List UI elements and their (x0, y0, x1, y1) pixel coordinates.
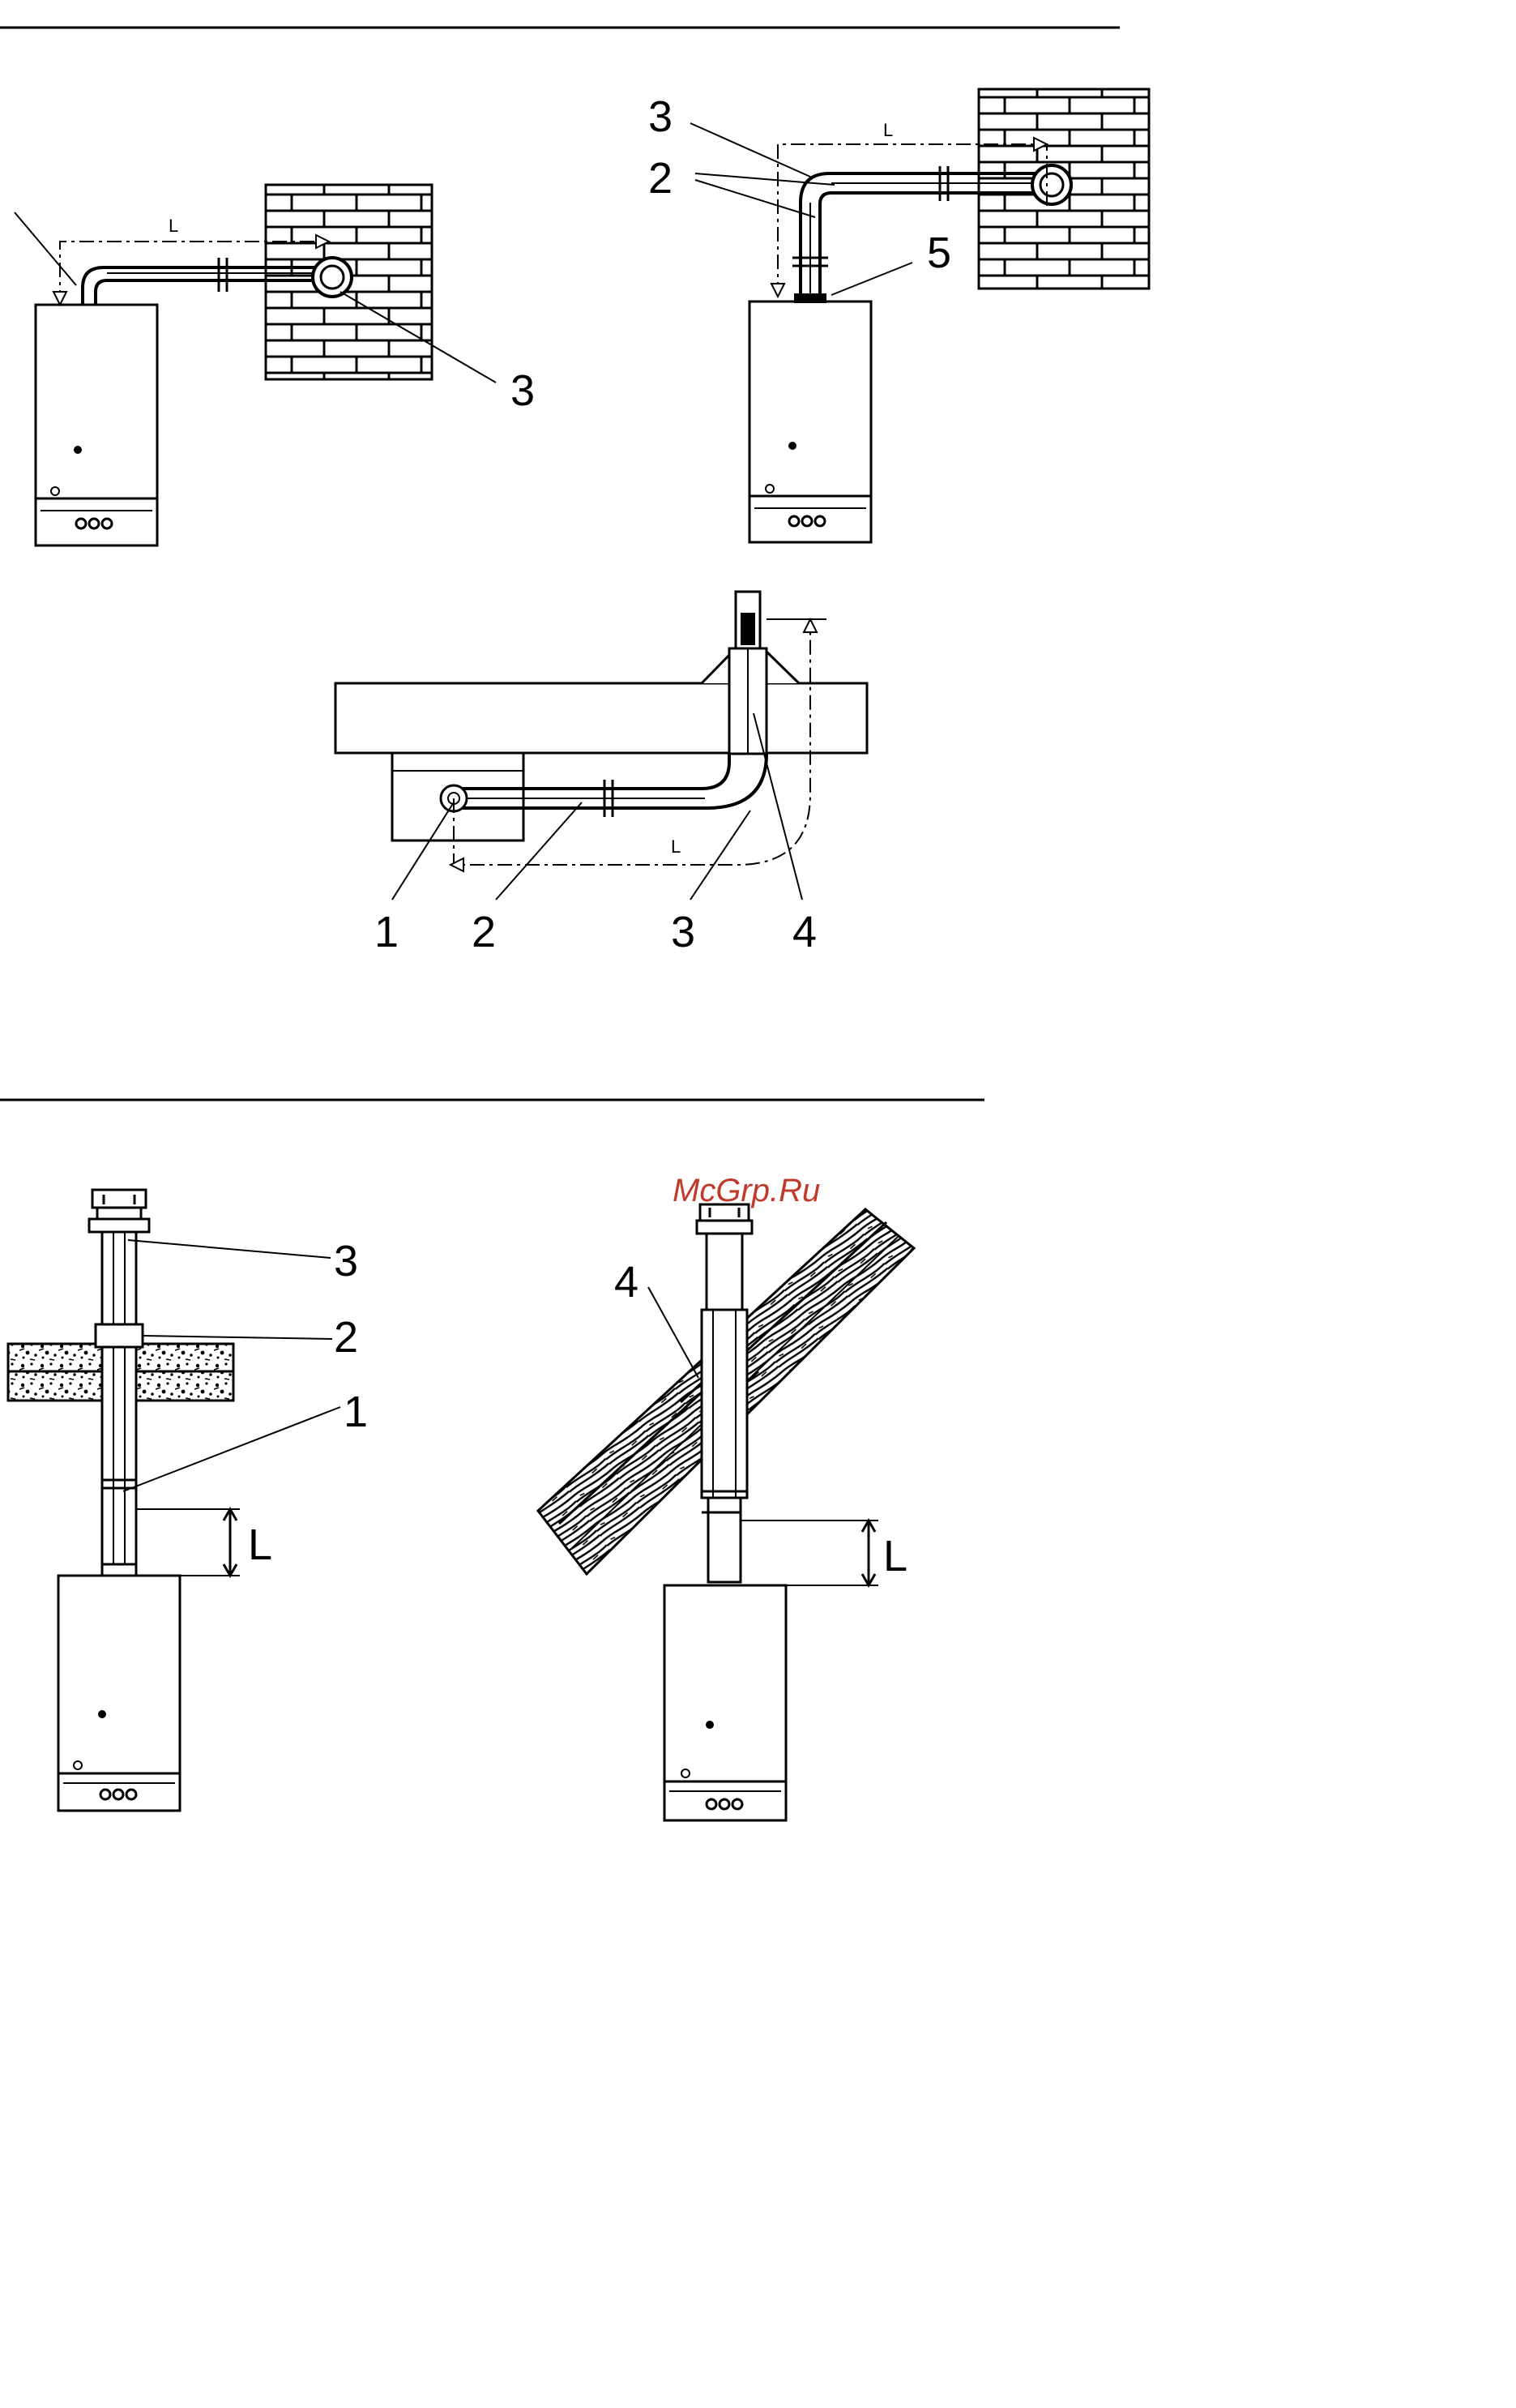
callout-3: 3 (334, 1237, 358, 1285)
leader-line (695, 180, 815, 217)
callout-3: 3 (671, 908, 695, 956)
figure-horizontal-riser: L 3 2 5 (648, 89, 1149, 542)
boiler-unit (664, 1585, 786, 1820)
leader-line (831, 263, 912, 295)
flue-pipe (102, 1232, 136, 1564)
wall-terminal (313, 258, 352, 297)
leader-line (123, 1407, 340, 1491)
leader-line (15, 212, 76, 285)
callout-2: 2 (334, 1313, 358, 1362)
callout-3: 3 (648, 92, 673, 141)
flue-pipe (707, 1234, 742, 1310)
callout-2: 2 (648, 154, 673, 203)
callout-3: 3 (510, 366, 535, 415)
callout-1: 1 (374, 908, 399, 956)
callout-4: 4 (792, 908, 817, 956)
leader-line (690, 123, 810, 177)
leader-line (648, 1287, 698, 1378)
leader-line (143, 1336, 332, 1339)
adapter-collar (794, 293, 826, 303)
ceiling-slab (335, 683, 867, 753)
leader-line (128, 1240, 331, 1258)
boiler-unit (58, 1576, 180, 1811)
leader-line (690, 811, 750, 900)
wall-terminal (1032, 165, 1071, 204)
callout-4: 4 (614, 1258, 638, 1307)
figure-vertical-pitched-roof: L 4 (538, 1204, 914, 1820)
callout-2: 2 (472, 908, 496, 956)
dimension-label-l: L (169, 216, 178, 236)
terminal-cap (697, 1204, 752, 1234)
watermark-text: McGrp.Ru (673, 1173, 820, 1208)
boiler-unit (36, 305, 157, 545)
dimension-label-l: L (671, 836, 681, 857)
callout-1: 1 (344, 1388, 368, 1436)
figure-horizontal-wall: L 3 (15, 185, 535, 545)
terminal-cap (89, 1190, 149, 1232)
figure-ceiling-exit: L 1 2 3 4 (335, 592, 867, 956)
roof-collar (96, 1324, 143, 1347)
dimension-label-l: L (248, 1521, 272, 1569)
dimension-label-l: L (883, 120, 893, 140)
figure-vertical-flat-roof: L 3 2 1 (8, 1190, 368, 1811)
dimension-label-l: L (883, 1532, 907, 1580)
callout-5: 5 (927, 229, 951, 277)
boiler-unit (749, 302, 871, 542)
